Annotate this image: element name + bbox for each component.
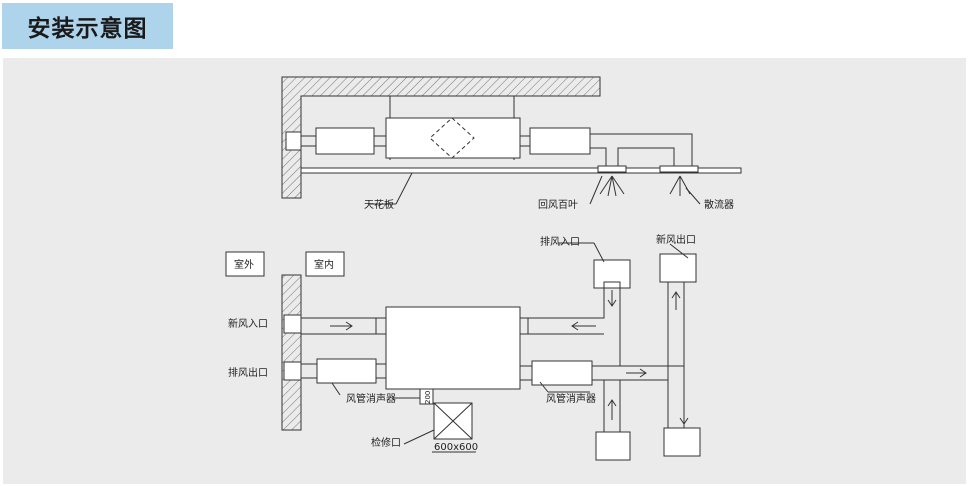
exchanger-core	[429, 117, 475, 159]
label-return-grille: 回风百叶	[538, 199, 578, 211]
plan-silencer-right	[531, 360, 593, 386]
plan-silencer-left	[316, 358, 377, 384]
indoor-box	[305, 251, 345, 277]
label-fresh-air-outlet: 新风出口	[656, 233, 696, 246]
title-banner: 安装示意图	[2, 3, 173, 49]
label-duct-silencer-left: 风管消声器	[346, 392, 396, 405]
top-silencer-left	[315, 127, 375, 155]
top-silencer-right	[529, 127, 591, 155]
label-access-port: 检修口	[371, 436, 401, 449]
label-access-dim: 600x600	[434, 442, 478, 453]
label-ceiling: 天花板	[364, 198, 394, 211]
label-exhaust-outlet: 排风出口	[228, 366, 268, 379]
plan-main-unit	[385, 306, 521, 390]
label-dim-200: 200	[424, 391, 432, 404]
label-outdoor: 室外	[234, 258, 254, 271]
label-exhaust-inlet: 排风入口	[540, 235, 580, 248]
ceiling-board	[300, 167, 742, 174]
top-wall-hatch	[281, 76, 601, 199]
plan-wall	[281, 274, 302, 431]
top-main-unit	[385, 117, 521, 159]
label-fresh-air-inlet: 新风入口	[228, 317, 268, 330]
page-title: 安装示意图	[27, 16, 148, 42]
label-diffuser: 散流器	[704, 198, 734, 211]
label-duct-silencer-right: 风管消声器	[546, 392, 596, 405]
outdoor-box	[225, 251, 265, 277]
label-indoor: 室内	[314, 258, 334, 271]
